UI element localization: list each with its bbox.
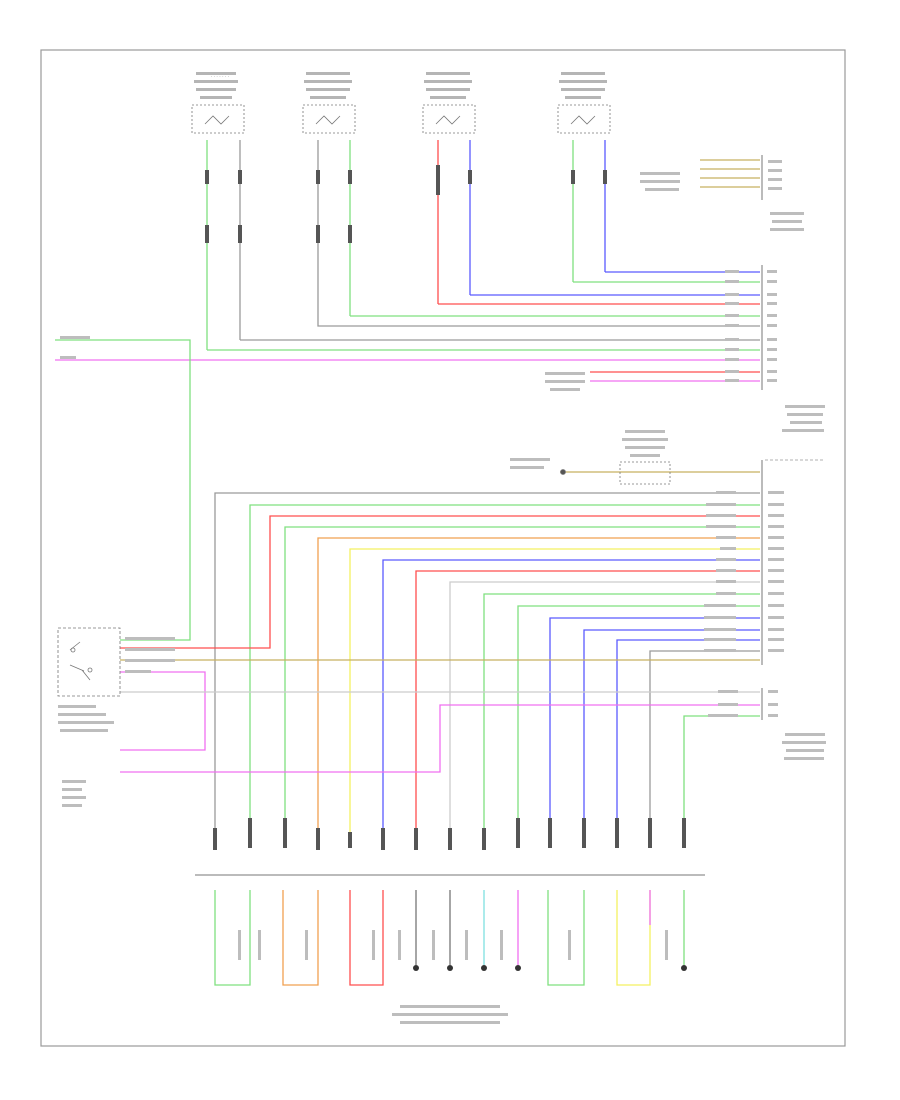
left-caption-marks [58,637,175,807]
bottom-ground-marks [413,965,687,971]
wheel-speed-sensor-3 [422,104,476,134]
wheel-speed-sensor-4 [557,104,611,134]
fuse-caption-marks [60,336,668,469]
lead-connector-marks [205,165,607,243]
fuse-component [560,461,671,485]
sensor-caption-marks [194,72,607,99]
svg-text:· · · · · · ·: · · · · · · · [211,75,230,80]
lower-harness [120,471,760,840]
lower-ecu-connector [704,459,826,760]
solenoid-caption-marks [238,930,668,1024]
left-switch-component [57,627,121,697]
wheel-speed-sensor-2 [302,104,356,134]
bottom-solenoids [214,890,685,986]
top-right-connector [640,155,804,231]
upper-ecu-connector [725,265,825,432]
wheel-speed-sensor-1: · · · · · · · [191,75,245,134]
bottom-connector-row [195,818,705,876]
sensor-leads [206,140,606,350]
diagram-border [40,49,846,1047]
